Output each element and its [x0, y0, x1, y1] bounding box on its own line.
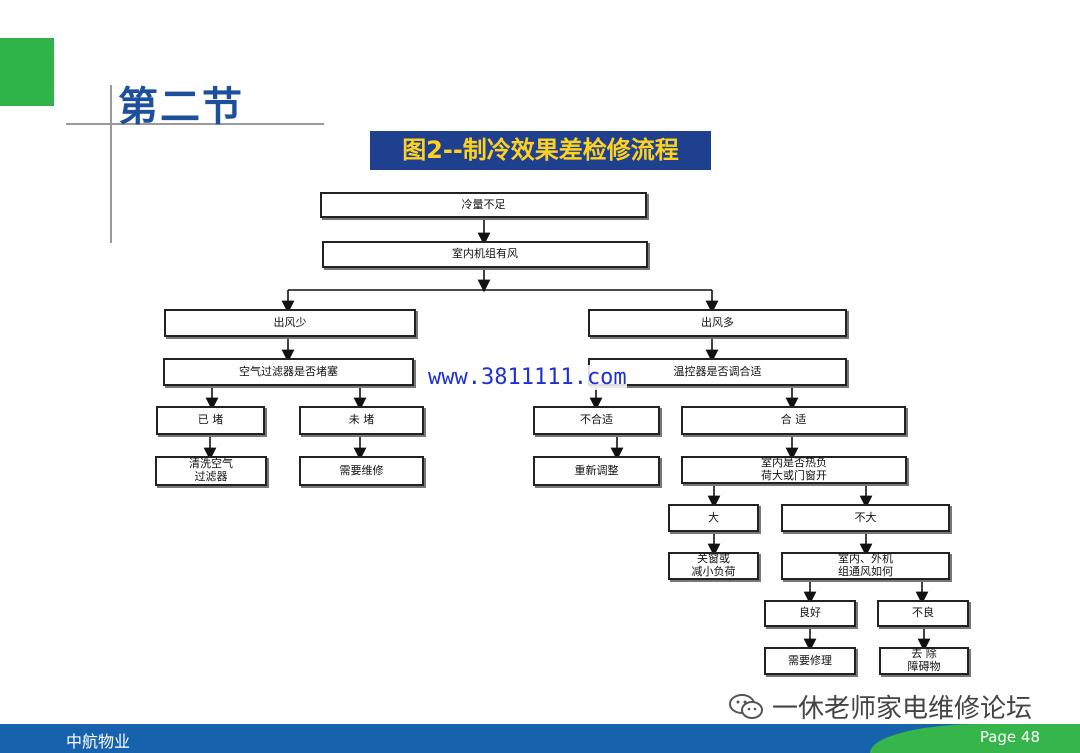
title-underline: [66, 123, 324, 125]
footer-company: 中航物业: [66, 732, 131, 751]
page-number: Page 48: [979, 728, 1040, 746]
flow-node-readjust: 重新调整: [533, 456, 660, 486]
wechat-account-name: 一休老师家电维修论坛: [772, 694, 1033, 724]
wechat-icon: [729, 693, 763, 719]
flow-node-filter-blocked-question: 空气过滤器是否堵塞: [163, 358, 414, 386]
flow-node-low-airflow: 出风少: [164, 309, 416, 337]
flow-node-high-airflow: 出风多: [588, 309, 847, 337]
footer-green-accent: [870, 724, 1080, 753]
flow-node-large: 大: [668, 504, 759, 532]
flow-node-indoor-unit-has-air: 室内机组有风: [322, 241, 648, 268]
flow-node-ventilation-question: 室内、外机 组通风如何: [781, 552, 950, 580]
corner-green-block: [0, 38, 54, 106]
flow-node-not-blocked: 未 堵: [299, 406, 424, 435]
flow-node-heat-load-question: 室内是否热负 荷大或门窗开: [681, 456, 907, 484]
flow-node-cooling-insufficient: 冷量不足: [320, 192, 647, 218]
flow-node-good: 良好: [764, 600, 856, 627]
wechat-watermark: 一休老师家电维修论坛: [728, 688, 1033, 725]
url-watermark: www.3811111.com: [428, 365, 627, 390]
flow-node-needs-repair-2: 需要修理: [764, 647, 856, 675]
flow-node-suitable: 合 适: [681, 406, 906, 435]
section-title: 第二节: [118, 84, 244, 130]
flow-node-blocked: 已 堵: [156, 406, 265, 435]
flow-node-poor: 不良: [877, 600, 969, 627]
title-vertical-rule: [110, 85, 112, 243]
flow-node-not-suitable: 不合适: [533, 406, 660, 435]
flow-node-clean-filter: 清洗空气 过滤器: [155, 456, 267, 486]
footer-bar: 中航物业 Page 48: [0, 724, 1080, 753]
flow-node-thermostat-question: 温控器是否调合适: [588, 358, 847, 386]
flow-node-not-large: 不大: [781, 504, 950, 532]
figure-title: 图2--制冷效果差检修流程: [370, 131, 711, 170]
flow-node-close-window: 关窗或 减小负荷: [668, 552, 759, 580]
flow-node-needs-repair-1: 需要维修: [299, 456, 424, 486]
flow-node-remove-obstacle: 去 除 障碍物: [879, 647, 969, 675]
